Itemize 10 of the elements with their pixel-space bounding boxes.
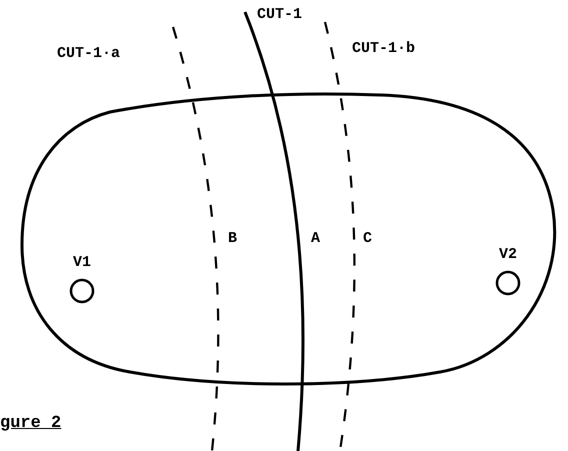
cut-label: C <box>363 230 372 248</box>
oval-outline <box>20 92 556 386</box>
figure-caption: gure 2 <box>0 414 62 433</box>
cut-label: A <box>311 230 320 248</box>
cut-label: CUT-1·b <box>352 40 416 58</box>
cut-label: CUT-1 <box>257 6 302 24</box>
vertex-label: V1 <box>72 254 91 272</box>
cut-label: CUT-1·a <box>57 45 120 63</box>
vertex-label: V2 <box>498 246 517 264</box>
cut-label: B <box>228 230 238 248</box>
